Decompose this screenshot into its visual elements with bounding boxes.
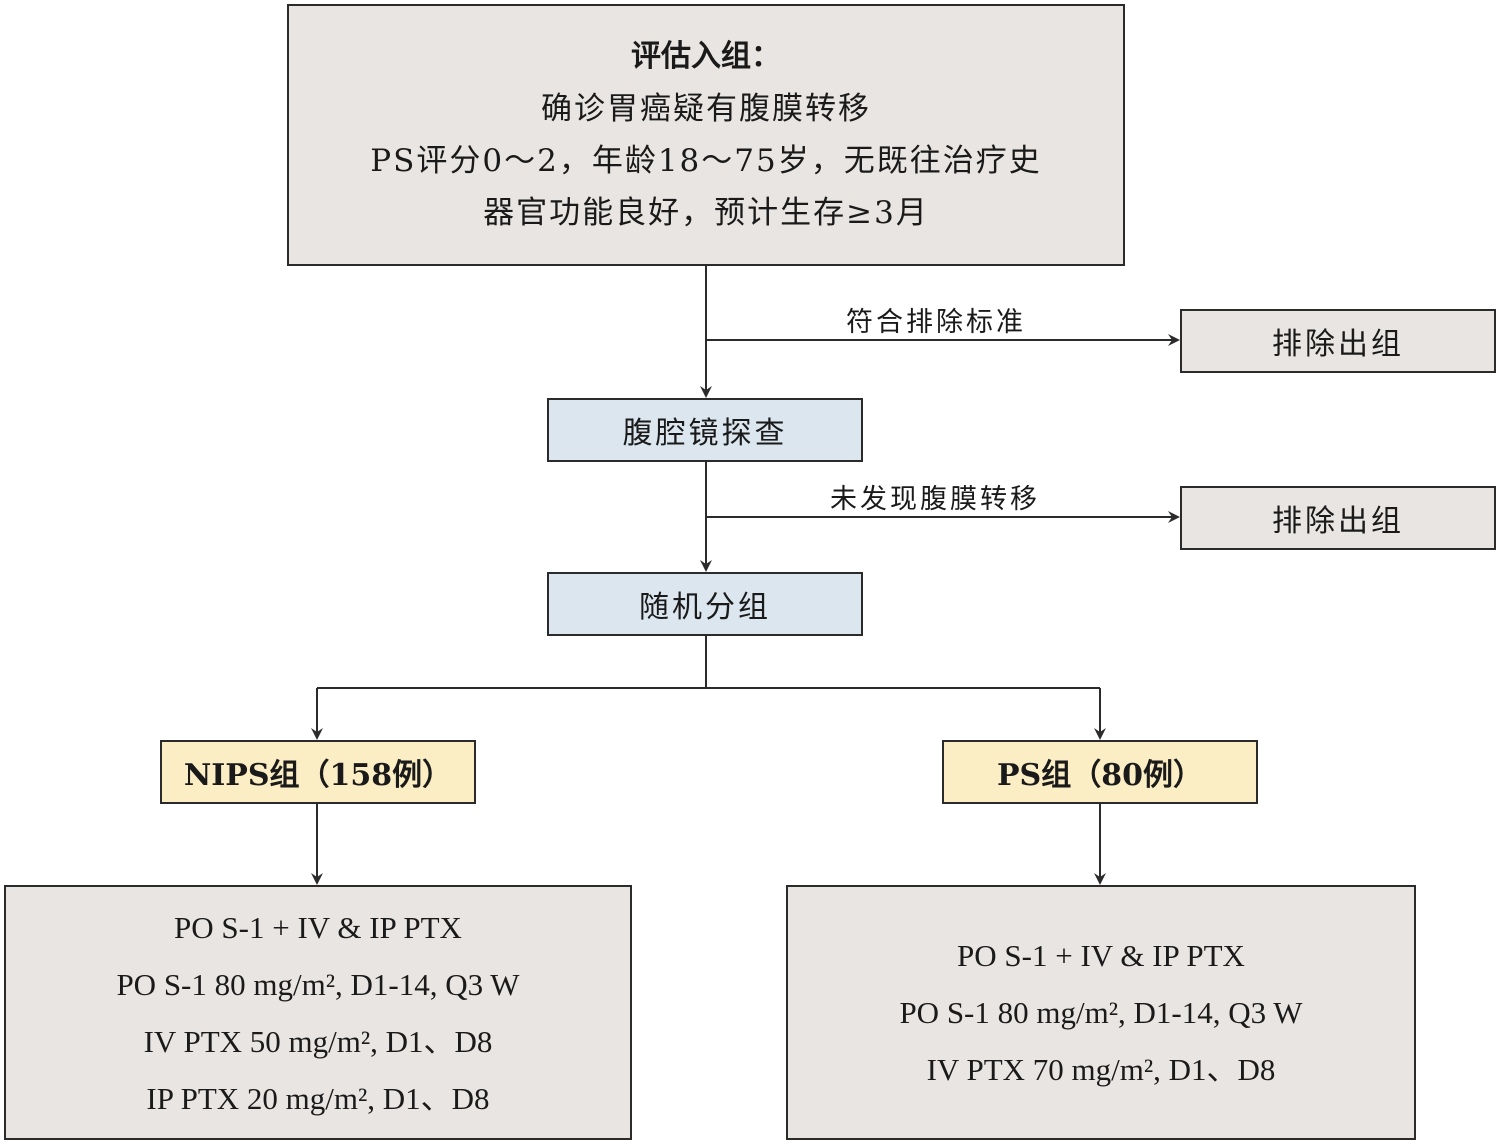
nips-regimen-line-2: PO S-1 80 mg/m², D1-14, Q3 W (116, 966, 520, 1002)
exclusion-box-1: 排除出组 (1180, 309, 1496, 373)
ps-group-box: PS组（80例） (942, 740, 1258, 804)
exclusion-box-2: 排除出组 (1180, 486, 1496, 550)
nips-group-label: NIPS组（158例） (183, 758, 453, 793)
nips-regimen-line-4: IP PTX 20 mg/m², D1、D8 (146, 1080, 490, 1116)
randomization-label: 随机分组 (639, 590, 771, 625)
laparoscopy-box: 腹腔镜探查 (547, 398, 863, 462)
ps-regimen-box: PO S-1 + IV & IP PTX PO S-1 80 mg/m², D1… (786, 885, 1416, 1140)
nips-group-box: NIPS组（158例） (160, 740, 476, 804)
nips-regimen-box: PO S-1 + IV & IP PTX PO S-1 80 mg/m², D1… (4, 885, 632, 1140)
randomization-box: 随机分组 (547, 572, 863, 636)
exclusion-box-2-label: 排除出组 (1272, 504, 1404, 539)
ps-group-label: PS组（80例） (997, 758, 1203, 793)
eligibility-line-3: 器官功能良好，预计生存≥3月 (483, 195, 929, 231)
eligibility-line-2: PS评分0～2，年龄18～75岁，无既往治疗史 (370, 143, 1042, 179)
eligibility-box: 评估入组： 确诊胃癌疑有腹膜转移 PS评分0～2，年龄18～75岁，无既往治疗史… (287, 4, 1125, 266)
exclusion-criteria-label: 符合排除标准 (846, 307, 1026, 338)
ps-regimen-line-3: IV PTX 70 mg/m², D1、D8 (926, 1052, 1276, 1087)
eligibility-line-1: 确诊胃癌疑有腹膜转移 (541, 91, 871, 127)
ps-regimen-line-2: PO S-1 80 mg/m², D1-14, Q3 W (899, 995, 1303, 1030)
nips-regimen-line-3: IV PTX 50 mg/m², D1、D8 (143, 1023, 493, 1059)
no-metastasis-label: 未发现腹膜转移 (830, 484, 1040, 515)
ps-regimen-line-1: PO S-1 + IV & IP PTX (957, 938, 1245, 973)
laparoscopy-label: 腹腔镜探查 (622, 416, 788, 451)
exclusion-box-1-label: 排除出组 (1272, 327, 1404, 362)
nips-regimen-line-1: PO S-1 + IV & IP PTX (174, 909, 462, 945)
eligibility-title: 评估入组： (631, 39, 781, 74)
